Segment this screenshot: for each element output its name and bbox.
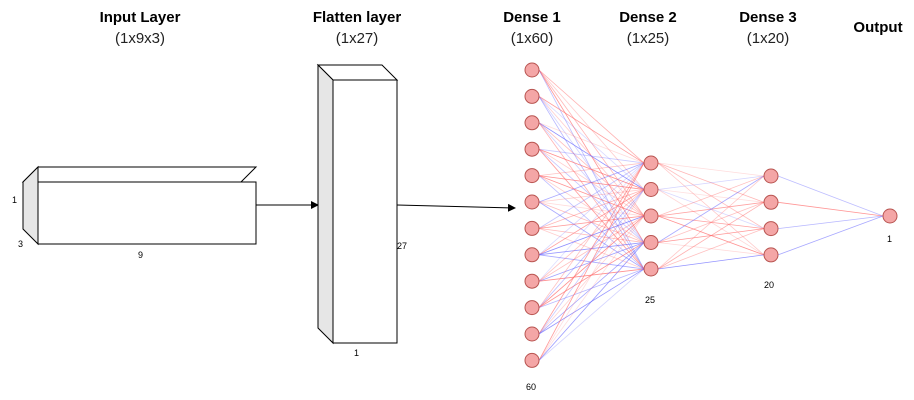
input-dim-height: 1 <box>12 195 17 205</box>
edge-dense1-2-to-dense2-0 <box>538 122 645 164</box>
edge-dense1-9-to-dense2-0 <box>538 162 645 308</box>
network-nodes <box>524 62 898 368</box>
edge-dense1-4-to-dense2-2 <box>538 175 645 217</box>
dense1-node-0 <box>524 62 540 78</box>
edge-dense1-1-to-dense2-0 <box>538 96 645 164</box>
dense3-node-3 <box>763 247 779 263</box>
edge-dense1-3-to-dense2-0 <box>538 148 645 164</box>
output-title: Output <box>853 19 902 36</box>
dense2-node-4 <box>643 261 659 277</box>
edge-dense1-11-to-dense2-4 <box>538 268 645 361</box>
dense1-node-4 <box>524 168 540 184</box>
edge-dense2-4-to-dense3-3 <box>657 254 765 270</box>
edge-dense2-0-to-dense3-0 <box>657 162 765 177</box>
edge-dense2-4-to-dense3-0 <box>657 175 765 270</box>
edge-dense2-2-to-dense3-0 <box>657 175 765 217</box>
dense1-count: 60 <box>526 382 536 392</box>
edge-dense1-9-to-dense2-3 <box>538 242 645 308</box>
input-layer-box <box>21 165 258 246</box>
dense3-node-0 <box>763 168 779 184</box>
dense1-node-10 <box>524 326 540 342</box>
dense1-node-5 <box>524 194 540 210</box>
dense2-shape: (1x25) <box>627 30 670 47</box>
dense2-title: Dense 2 <box>619 9 677 26</box>
edge-dense2-3-to-dense3-1 <box>657 201 765 243</box>
flatten-box-side-face <box>317 63 334 345</box>
dense2-count: 25 <box>645 295 655 305</box>
dense1-node-9 <box>524 300 540 316</box>
edge-dense1-11-to-dense2-2 <box>538 215 645 361</box>
dense1-title: Dense 1 <box>503 9 561 26</box>
edge-dense2-4-to-dense3-2 <box>657 228 765 270</box>
input-dim-width: 9 <box>138 250 143 260</box>
edge-dense1-10-to-dense2-2 <box>538 215 645 335</box>
edge-dense1-6-to-dense2-0 <box>538 162 645 229</box>
edge-dense2-3-to-dense3-0 <box>657 175 765 243</box>
dense3-title: Dense 3 <box>739 9 797 26</box>
flatten-layer-title: Flatten layer <box>313 9 402 26</box>
edge-dense2-1-to-dense3-1 <box>657 189 765 203</box>
edge-dense1-8-to-dense2-1 <box>538 189 645 282</box>
network-edges <box>538 69 884 361</box>
dense2-node-1 <box>643 182 659 197</box>
dense1-node-1 <box>524 88 540 104</box>
edge-dense3-1-to-output-0 <box>777 201 884 217</box>
flatten-dim-width: 1 <box>354 348 359 358</box>
edge-dense3-0-to-output-0 <box>777 175 884 217</box>
edge-dense1-5-to-dense2-0 <box>538 162 645 203</box>
dense1-node-6 <box>524 220 540 236</box>
edge-dense1-10-to-dense2-0 <box>538 162 645 335</box>
flatten-layer-shape: (1x27) <box>336 30 379 47</box>
edge-dense2-1-to-dense3-0 <box>657 175 765 190</box>
output-count: 1 <box>887 234 892 244</box>
edge-dense1-3-to-dense2-1 <box>538 148 645 190</box>
edge-dense2-2-to-dense3-2 <box>657 215 765 229</box>
dense1-node-2 <box>524 115 540 131</box>
edge-dense3-2-to-output-0 <box>777 215 884 229</box>
edge-dense1-8-to-dense2-0 <box>538 162 645 282</box>
edge-dense1-7-to-dense2-2 <box>538 215 645 256</box>
dense1-node-3 <box>524 141 540 157</box>
edge-dense2-3-to-dense3-3 <box>657 242 765 256</box>
edge-dense1-11-to-dense2-0 <box>538 162 645 361</box>
edge-dense2-0-to-dense3-2 <box>657 162 765 229</box>
input-box-top-face <box>21 166 258 183</box>
dense1-node-8 <box>524 273 540 289</box>
dense1-node-7 <box>524 247 540 263</box>
edge-dense1-1-to-dense2-1 <box>538 96 645 190</box>
edge-dense1-7-to-dense2-1 <box>538 189 645 256</box>
edge-dense2-4-to-dense3-1 <box>657 201 765 270</box>
dense3-shape: (1x20) <box>747 30 790 47</box>
output-node-0 <box>882 208 898 224</box>
edge-dense1-5-to-dense2-2 <box>538 201 645 217</box>
flatten-box-front-face <box>332 79 398 344</box>
flatten-dim-length: 27 <box>397 241 407 251</box>
edge-dense1-0-to-dense2-0 <box>538 69 645 164</box>
flatten-layer-box <box>316 63 399 345</box>
input-box-front-face <box>37 181 257 245</box>
input-layer-title: Input Layer <box>100 9 181 26</box>
dense2-node-2 <box>643 208 659 224</box>
dense1-shape: (1x60) <box>511 30 554 47</box>
dense2-node-0 <box>643 155 659 171</box>
dense1-node-11 <box>524 352 540 368</box>
edge-dense1-11-to-dense2-3 <box>538 242 645 361</box>
dense3-count: 20 <box>764 280 774 290</box>
edge-dense1-4-to-dense2-0 <box>538 162 645 176</box>
edge-dense1-11-to-dense2-1 <box>538 189 645 361</box>
dense3-node-1 <box>763 194 779 210</box>
edge-dense2-0-to-dense3-1 <box>657 162 765 203</box>
input-layer-shape: (1x9x3) <box>115 30 165 47</box>
edge-dense3-3-to-output-0 <box>777 215 884 256</box>
arrow-flatten-to-dense1 <box>396 203 516 212</box>
input-box-side-face <box>22 165 39 246</box>
input-dim-depth: 3 <box>18 239 23 249</box>
edge-dense1-10-to-dense2-3 <box>538 242 645 335</box>
edge-dense1-2-to-dense2-1 <box>538 122 645 190</box>
dense3-node-2 <box>763 221 779 237</box>
edge-dense1-7-to-dense2-0 <box>538 162 645 256</box>
dense2-node-3 <box>643 235 659 250</box>
